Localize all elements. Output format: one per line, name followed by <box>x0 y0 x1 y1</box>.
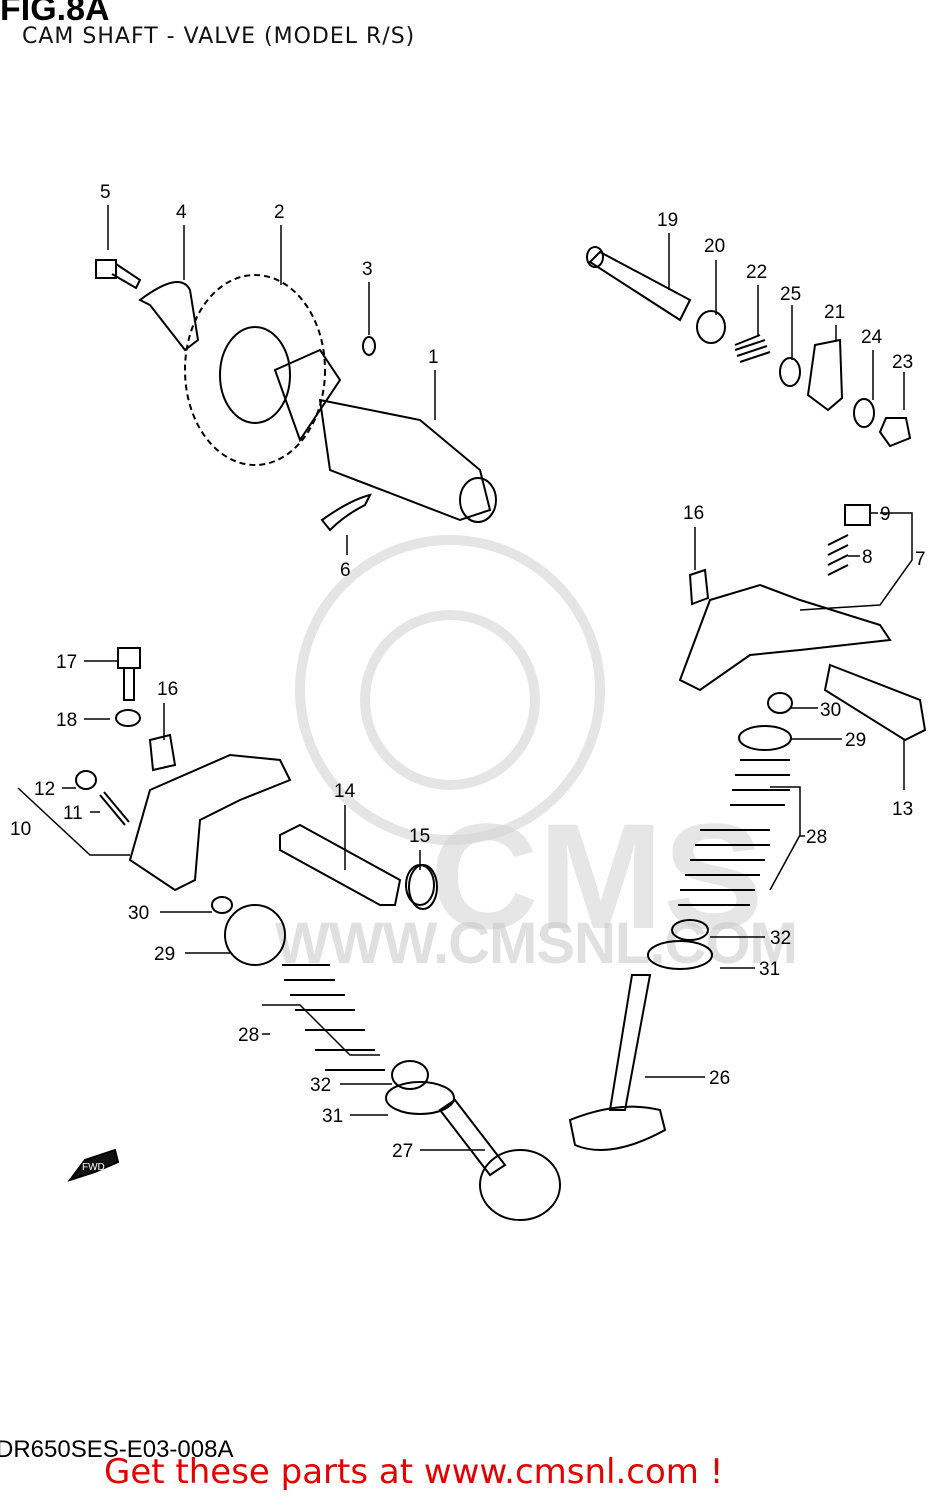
callout-22: 22 <box>746 262 767 283</box>
callout-24: 24 <box>861 327 883 348</box>
callout-2: 2 <box>274 202 285 223</box>
callout-6: 6 <box>340 560 351 581</box>
callout-16-right: 16 <box>683 503 704 524</box>
circlip-part <box>320 493 372 532</box>
callout-25: 25 <box>780 284 801 305</box>
valve-26-part <box>568 919 713 1151</box>
valve-27-part <box>385 864 561 1221</box>
callout-19: 19 <box>657 210 678 231</box>
rocker-arm-left-part <box>75 647 438 910</box>
callout-26: 26 <box>709 1068 730 1089</box>
callout-30-right: 30 <box>820 700 841 721</box>
nut-23-part <box>878 417 912 448</box>
callout-17: 17 <box>56 652 77 673</box>
callout-16-left: 16 <box>157 679 178 700</box>
callout-14: 14 <box>334 781 356 802</box>
callout-15: 15 <box>409 826 430 847</box>
drawing-code: DR650SES-E03-008A <box>0 1436 234 1463</box>
sprocket-bolt-part <box>95 259 142 290</box>
cam-sprocket-part <box>184 274 326 466</box>
callout-10: 10 <box>10 819 31 840</box>
figure-title: FIG.8A <box>0 0 110 28</box>
rocker-arm-right-part <box>678 504 927 742</box>
callout-1: 1 <box>428 347 439 368</box>
pin-part <box>362 336 376 356</box>
spring-22-part <box>734 334 771 363</box>
callout-11: 11 <box>63 803 83 824</box>
callout-9: 9 <box>880 504 891 525</box>
callout-13: 13 <box>892 799 913 820</box>
camshaft-part <box>273 348 497 523</box>
callout-31-left: 31 <box>322 1106 343 1127</box>
fwd-arrow-icon <box>67 1148 120 1182</box>
decomp-shaft-part <box>586 246 692 322</box>
callout-28-right: 28 <box>806 827 827 848</box>
callout-18: 18 <box>56 710 77 731</box>
lever-21-part <box>806 338 844 412</box>
watermark-mascot <box>295 535 605 845</box>
callout-20: 20 <box>704 236 725 257</box>
lock-plate-part <box>138 281 200 352</box>
callout-32-left: 32 <box>310 1075 331 1096</box>
promo-link[interactable]: Get these parts at www.cmsnl.com ! <box>104 1452 724 1492</box>
washer-20-part <box>696 310 726 344</box>
callout-7: 7 <box>915 549 926 570</box>
fwd-label: FWD <box>82 1162 105 1173</box>
callout-32-right: 32 <box>770 928 791 949</box>
washer-25-part <box>779 357 801 387</box>
callout-29-right: 29 <box>845 730 866 751</box>
callout-12: 12 <box>34 779 55 800</box>
callout-23: 23 <box>892 352 913 373</box>
figure-subtitle: CAM SHAFT - VALVE (MODEL R/S) <box>22 24 416 49</box>
callout-28-left: 28 <box>238 1025 259 1046</box>
callout-3: 3 <box>362 259 373 280</box>
callout-5: 5 <box>100 182 111 203</box>
parts-drawing <box>17 205 927 1221</box>
leader-lines <box>17 205 913 1151</box>
callout-31-right: 31 <box>759 959 780 980</box>
callout-21: 21 <box>824 302 845 323</box>
callout-30-left: 30 <box>128 903 149 924</box>
callout-27: 27 <box>392 1141 413 1162</box>
washer-24-part <box>853 398 875 428</box>
callout-8: 8 <box>862 547 873 568</box>
callout-4: 4 <box>176 202 187 223</box>
valve-springs-part <box>211 692 793 1071</box>
watermark-url: WWW.CMSNL.COM <box>275 911 798 976</box>
callout-29-left: 29 <box>154 944 175 965</box>
